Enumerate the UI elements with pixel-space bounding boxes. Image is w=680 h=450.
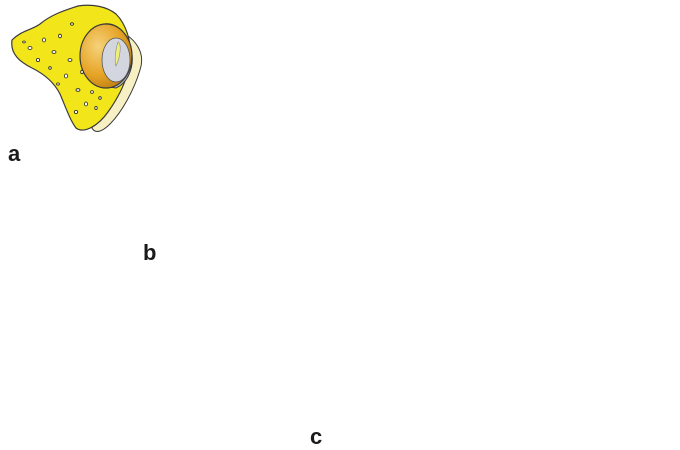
panel-label-c: c <box>310 426 322 448</box>
panel-label-b: b <box>143 242 156 264</box>
panel-label-a: a <box>8 143 20 165</box>
panel-a-specimen <box>12 5 142 131</box>
